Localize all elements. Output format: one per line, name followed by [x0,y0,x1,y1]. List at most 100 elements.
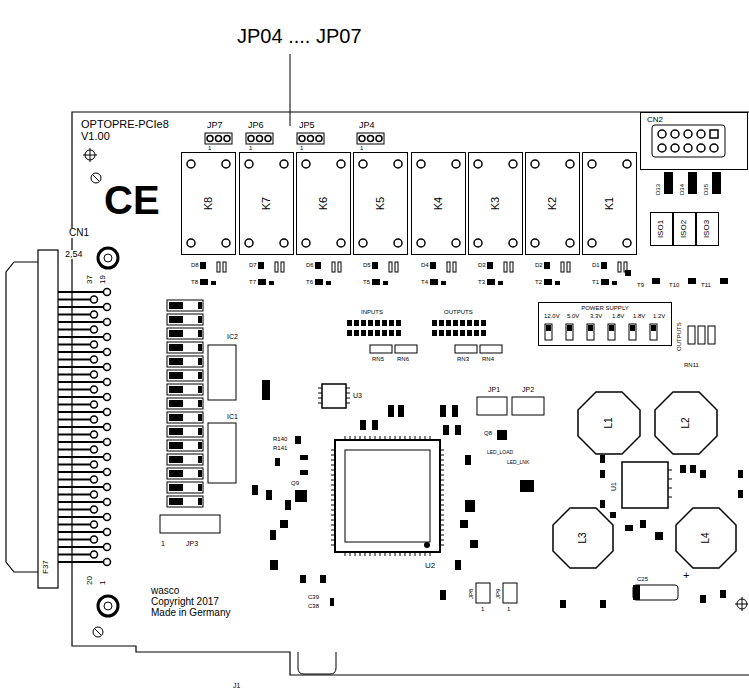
resistor-pad [169,372,183,379]
led-pad [396,330,401,336]
designator-label: D3 [477,262,487,268]
ic-pin [331,490,335,491]
capacitor-pad [326,281,331,285]
component-box: POWER SUPPLY [538,302,672,346]
relay-pin [394,160,402,168]
ic-pin [440,450,444,451]
transistor-pad [601,279,609,285]
resistor-pad [169,456,183,463]
resistor-pad [169,470,183,477]
ic-pin [331,480,335,481]
designator-label: Copyright 2017 [150,597,220,607]
smd-part [452,405,458,417]
resistor-pad [169,400,183,407]
component-label: K8 [203,197,214,210]
transistor-pad [652,278,660,284]
relay-pin [452,160,460,168]
led-pad [389,330,394,336]
mount-hole [104,254,112,262]
relay-pin [245,239,253,247]
diode-pad [372,262,378,269]
ic-pin [440,505,444,506]
led-pad [361,320,366,326]
designator-label: Q9 [290,480,300,486]
power-led [650,324,657,340]
ic-pin [410,436,411,440]
connector-pin [104,424,111,431]
smd-part [625,525,633,531]
pin-lead [58,471,103,473]
connector-pin [91,491,98,498]
connector-pin [91,506,98,513]
designator-label: 3.3V [589,313,603,319]
ic-pin [440,530,444,531]
ic-pin [331,515,335,516]
diode-body [688,172,697,194]
pin-lead [58,306,103,308]
designator-label: D34 [679,183,685,196]
designator-label: + [682,570,690,581]
resistor-pad [198,400,202,407]
led-pad [467,320,472,326]
relay-pin [337,160,345,168]
pin-lead [58,374,90,376]
relay-pin [280,239,288,247]
ic-pin [440,520,444,521]
designator-label: 1 [207,145,212,151]
resistor-array [167,398,203,409]
resistor-symbol [453,262,456,272]
designator-label: D33 [655,183,661,196]
smd-part [330,598,334,606]
ic-pin [380,436,381,440]
smd-part [470,540,478,548]
designator-label: JP5 [298,121,316,130]
ic-pin [395,552,396,556]
component-label: L4 [701,532,711,543]
resistor-symbol [618,262,621,272]
pin-lead [58,426,103,428]
ic-pin [370,552,371,556]
fpga-die [345,450,430,542]
resistor-pad [169,302,183,309]
ic-pin [318,388,322,389]
component-label: K4 [433,197,444,210]
resistor-symbol [447,262,450,272]
header-pin [248,136,254,142]
pin-lead [58,516,103,518]
header-pin [359,136,365,142]
resistor-symbol [395,262,398,272]
power-led [608,324,615,340]
designator-label: R141 [272,445,288,451]
led-pad [375,320,380,326]
connector-pin [91,401,98,408]
ic-pin [346,388,350,389]
connector-pin [91,356,98,363]
designator-label: 1 [160,540,166,547]
resistor-symbol [332,262,335,272]
transistor-pad [430,279,438,285]
resistor-network [480,345,502,353]
relay-pin [531,160,539,168]
ic-pin [440,525,444,526]
connector-pin [91,341,98,348]
header-connector [652,125,725,157]
jumper-box [512,397,544,415]
component-box: K8 [181,152,236,255]
smd-part [300,470,308,475]
header-pin [376,136,382,142]
capacitor-pad [612,281,617,285]
led-pad [588,325,593,331]
smd-part [640,520,646,528]
ic-pin [331,460,335,461]
smd-part [262,380,270,400]
led-pad [368,320,373,326]
resistor-pad [169,484,183,491]
designator-label: 37 [86,274,94,285]
ic-pin [440,515,444,516]
transistor-pad [200,279,208,285]
connector-pin [104,289,111,296]
diode-pad [200,262,206,269]
smd-part [738,490,743,498]
pin-lead [58,524,90,526]
